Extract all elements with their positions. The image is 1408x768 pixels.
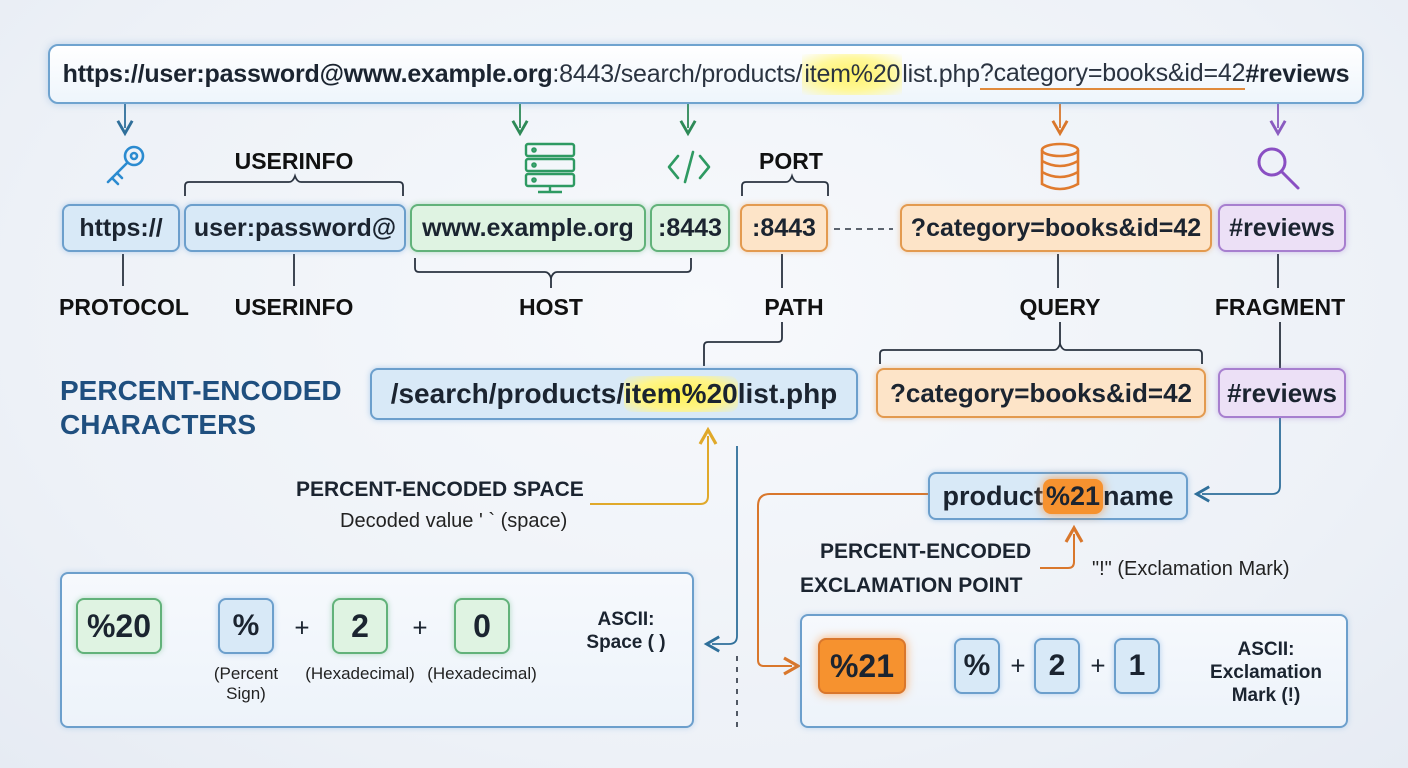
- brace-userinfo: [184, 173, 404, 196]
- product-before: product: [942, 480, 1043, 511]
- url-path-encoded: item%20: [802, 53, 903, 95]
- product-after: name: [1103, 480, 1174, 511]
- component-fragment: #reviews: [1218, 204, 1346, 252]
- path-encoded: item%20: [624, 376, 738, 412]
- excl-annotation-line1: PERCENT-ENCODED: [820, 540, 1032, 563]
- label-protocol: PROTOCOL: [59, 294, 189, 320]
- space-code-tile: %20: [76, 598, 162, 654]
- url-host: www.example.org: [343, 59, 553, 88]
- component-port: :8443: [740, 204, 828, 252]
- excl-ascii-result: ASCII: Exclamation Mark (!): [1210, 639, 1322, 706]
- section-title-line2: CHARACTERS: [60, 409, 256, 440]
- label-userinfo-top: USERINFO: [234, 148, 354, 174]
- excl-percent-tile: %: [954, 638, 1000, 694]
- space-pointer: [590, 426, 718, 505]
- hex-tile-0: 0: [454, 598, 510, 654]
- component-port-green: :8443: [650, 204, 730, 252]
- excl-plus-2: +: [1090, 650, 1106, 681]
- server-icon: [524, 142, 576, 194]
- component-query: ?category=books&id=42: [900, 204, 1212, 252]
- url-port: :8443: [552, 59, 614, 88]
- database-icon: [1040, 142, 1080, 191]
- key-icon: [106, 145, 145, 186]
- product-encoded: %21: [1042, 478, 1103, 514]
- code-icon: [667, 150, 711, 184]
- hex-label-1: (Hexadecimal): [305, 664, 415, 683]
- path-connector: [703, 322, 783, 366]
- url-path-after: list.php: [902, 59, 980, 88]
- hex-label-2: (Hexadecimal): [427, 664, 537, 683]
- fragment-box: #reviews: [1218, 368, 1346, 418]
- percent-sign-label: (Percent Sign): [213, 664, 279, 703]
- space-annotation-subtitle: Decoded value ' ` (space): [340, 510, 568, 532]
- product-to-breakdown: [757, 493, 928, 676]
- excl-hex-tile-2: 2: [1034, 638, 1080, 694]
- excl-hex-tile-1: 1: [1114, 638, 1160, 694]
- path-before: /search/products/: [390, 378, 625, 409]
- brace-port: [741, 173, 829, 196]
- url-query: ?category=books&id=42: [979, 59, 1246, 90]
- excl-plus-1: +: [1010, 650, 1026, 681]
- component-host: www.example.org: [410, 204, 646, 252]
- percent-tile: %: [218, 598, 274, 654]
- plus-1: +: [294, 612, 310, 643]
- label-path: PATH: [764, 294, 824, 320]
- section-title: PERCENT-ENCODED CHARACTERS: [60, 374, 342, 442]
- magnifier-icon: [1257, 147, 1300, 190]
- label-query: QUERY: [1019, 294, 1101, 320]
- url-userinfo: user:password@: [144, 59, 344, 88]
- hex-tile-2: 2: [332, 598, 388, 654]
- section-title-line1: PERCENT-ENCODED: [60, 375, 342, 406]
- full-url-bar: https://user:password@www.example.org:84…: [48, 44, 1364, 104]
- label-port-top: PORT: [759, 148, 823, 174]
- brace-query: [879, 341, 1203, 364]
- fragment-to-product: [1193, 418, 1281, 503]
- url-protocol: https://: [62, 59, 145, 88]
- space-ascii-result: ASCII: Space ( ): [586, 609, 666, 653]
- excl-annotation-line2: EXCLAMATION POINT: [800, 574, 1023, 597]
- plus-2: +: [412, 612, 428, 643]
- exclamation-pointer: [1040, 524, 1084, 569]
- label-userinfo: USERINFO: [234, 294, 354, 320]
- excl-annotation-decoded: "!" (Exclamation Mark): [1092, 558, 1290, 580]
- url-path-before: /search/products/: [613, 59, 803, 88]
- component-protocol: https://: [62, 204, 180, 252]
- excl-code-tile: %21: [818, 638, 906, 694]
- path-after: list.php: [737, 378, 838, 409]
- space-annotation-title: PERCENT-ENCODED SPACE: [296, 478, 584, 501]
- label-fragment: FRAGMENT: [1214, 294, 1346, 320]
- url-fragment: #reviews: [1245, 59, 1350, 88]
- brace-host: [414, 258, 692, 281]
- component-userinfo: user:password@: [184, 204, 406, 252]
- path-to-breakdown: [703, 446, 738, 653]
- query-box: ?category=books&id=42: [876, 368, 1206, 418]
- label-host: HOST: [519, 294, 583, 320]
